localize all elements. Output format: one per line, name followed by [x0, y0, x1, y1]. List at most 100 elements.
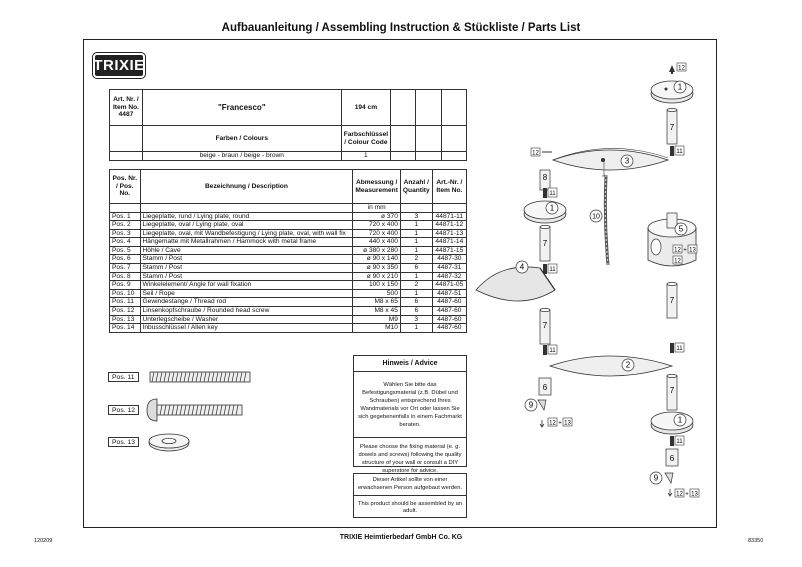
label-11-b: 11 — [549, 191, 556, 197]
cell-dim: ø 380 x 280 — [352, 245, 401, 256]
cell-qty: 6 — [399, 263, 433, 273]
cell-desc: Gewindestange / Thread rod — [139, 297, 354, 307]
cell-art: 44871-12 — [431, 220, 468, 230]
cell-pos: Pos. 6 — [109, 254, 141, 265]
label-11-d: 11 — [549, 348, 556, 354]
cell-dim: ø 90 x 140 — [352, 254, 401, 265]
cell-art: 4487-51 — [431, 288, 468, 299]
header-quantity: Anzahl / Quantity — [399, 169, 433, 204]
label-12-c: 12 — [676, 492, 683, 498]
label-11-f: 11 — [676, 439, 683, 445]
cell-desc: Linsenkopfschraube / Rounded head screw — [139, 305, 354, 316]
advice-text-en: Please choose the fixing material (e. g.… — [358, 444, 462, 474]
plus-cave: + — [683, 248, 687, 254]
label-13-b: 13 — [564, 421, 571, 427]
colour-code-label: Farbschlüssel / Colour Code — [340, 125, 392, 152]
cell-art: 44871-05 — [431, 280, 468, 290]
cell-pos: Pos. 5 — [109, 245, 141, 256]
document-title: Aufbauanleitung / Assembling Instruction… — [221, 22, 581, 34]
cell-dim: ø 90 x 350 — [352, 263, 401, 273]
label-12-b: 12 — [549, 421, 556, 427]
thread-rod-icon — [149, 371, 251, 383]
cell-dim: M8 x 65 — [352, 297, 401, 307]
plus-c: + — [685, 492, 689, 498]
assembly-diagram: 12 1 7 11 3 12 8 11 1 7 11 10 — [475, 62, 700, 498]
cell-qty: 1 — [399, 228, 433, 239]
cell-qty: 2 — [399, 280, 433, 290]
cell-qty: 1 — [399, 220, 433, 230]
header-measurement: Abmessung / Measurement — [352, 169, 401, 204]
cell-dim: 500 — [352, 288, 401, 299]
cell-qty: 3 — [399, 314, 433, 325]
cell-qty: 1 — [399, 323, 433, 333]
cell-art: 4487-60 — [431, 314, 468, 325]
label-7-d: 7 — [670, 296, 675, 305]
article-name: "Francesco" — [141, 89, 342, 126]
adult-notice-de: Dieser Artikel sollte von einer erwachse… — [357, 477, 463, 491]
footer-right-code: 83350 — [748, 538, 764, 544]
cell-dim: 100 x 150 — [352, 280, 401, 290]
label-12-cave: 12 — [674, 248, 681, 254]
pos-13-label: Pos. 13 — [108, 437, 140, 447]
cell-desc: Inbusschlüssel / Allen key — [139, 323, 354, 333]
label-11-a: 11 — [676, 149, 683, 155]
cell-dim: ø 90 x 210 — [352, 271, 401, 282]
angle-bracket-right-icon — [664, 472, 674, 484]
label-10: 10 — [592, 214, 600, 221]
advice-title: Hinweis / Advice — [354, 356, 466, 373]
cell-qty: 2 — [399, 254, 433, 265]
header-pos: Pos. Nr. / Pos. No. — [109, 169, 141, 204]
cell-desc: Winkelelement/ Angle for wall fixation — [139, 280, 354, 290]
round-plate-top-icon — [650, 80, 694, 104]
cell-dim: M10 — [352, 323, 401, 333]
cell-art: 4487-32 — [431, 271, 468, 282]
label-13-cave: 13 — [689, 248, 696, 254]
oval-plate-wall-icon — [551, 148, 670, 177]
trixie-logo: TRIXIE — [93, 53, 145, 78]
advice-text-de: Wählen Sie bitte das Befestigungsmateria… — [358, 382, 462, 428]
art-nr-value: 4487 — [118, 111, 134, 119]
cell-dim: M9 — [352, 314, 401, 325]
cell-qty: 6 — [399, 305, 433, 316]
cell-pos: Pos. 2 — [109, 220, 141, 230]
cell-desc: Liegeplatte, rund / Lying plate, round — [139, 211, 354, 222]
cell-dim: 440 x 400 — [352, 237, 401, 247]
label-4: 4 — [520, 263, 525, 272]
rope-icon — [603, 174, 610, 266]
label-13-c: 13 — [691, 492, 698, 498]
cell-qty: 6 — [399, 297, 433, 307]
footer-company: TRIXIE Heimtierbedarf GmbH Co. KG — [339, 534, 463, 541]
cave-icon — [647, 212, 697, 267]
cell-dim: ø 370 — [352, 211, 401, 222]
label-2: 2 — [626, 361, 631, 370]
rounded-head-screw-icon — [146, 398, 243, 422]
cell-desc: Liegeplatte, oval / Lying plate, oval — [139, 220, 354, 230]
label-9-a: 9 — [529, 401, 534, 410]
header-description: Bezeichnung / Description — [139, 169, 354, 204]
article-table: Art. Nr. / Item No. 4487 "Francesco" 194… — [109, 89, 468, 161]
pos-11-label: Pos. 11 — [108, 372, 139, 382]
colour-value: beige - braun / beige - brown — [141, 151, 342, 161]
cell-desc: Liegeplatte, oval, mit Wandbefestigung /… — [139, 228, 354, 239]
cell-desc: Unterlegscheibe / Washer — [139, 314, 354, 325]
colours-label: Farben / Colours — [141, 125, 342, 152]
cell-pos: Pos. 13 — [109, 314, 141, 325]
document-frame — [83, 39, 717, 528]
label-1-bottom: 1 — [678, 416, 683, 425]
cell-qty: 1 — [399, 288, 433, 299]
label-1-top: 1 — [678, 83, 683, 92]
cell-pos: Pos. 11 — [109, 297, 141, 307]
label-1-left: 1 — [550, 204, 555, 213]
adult-notice-box: Dieser Artikel sollte von einer erwachse… — [353, 473, 467, 518]
cell-qty: 1 — [399, 237, 433, 247]
hammock-icon — [475, 266, 556, 302]
label-7-b: 7 — [543, 239, 548, 248]
